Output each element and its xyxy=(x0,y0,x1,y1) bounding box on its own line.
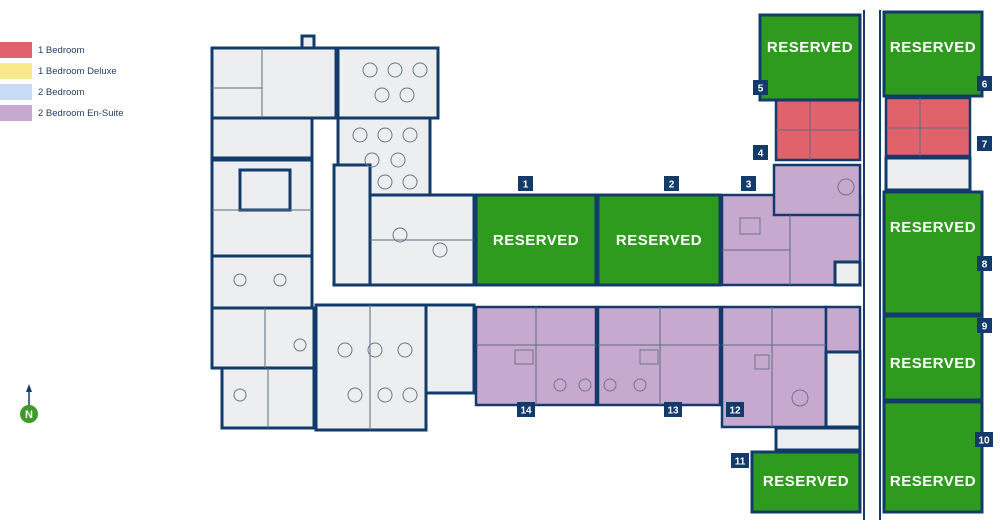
svg-text:8: 8 xyxy=(982,260,988,271)
svg-text:1: 1 xyxy=(523,180,529,191)
svg-text:7: 7 xyxy=(982,140,988,151)
reserved-block-11[interactable] xyxy=(750,450,862,514)
reserved-label: RESERVED xyxy=(493,232,579,249)
unit-badge-13[interactable]: 13 xyxy=(664,402,682,417)
common-areas-west xyxy=(210,34,476,432)
reserved-label: RESERVED xyxy=(616,232,702,249)
unit-badge-1[interactable]: 1 xyxy=(518,176,533,191)
unit-badge-7[interactable]: 7 xyxy=(977,136,992,151)
unit-badge-4[interactable]: 4 xyxy=(753,145,768,160)
svg-text:5: 5 xyxy=(758,84,764,95)
legend-item-2-bedroom-en-suite[interactable]: 2 Bedroom En-Suite xyxy=(0,103,124,123)
svg-text:6: 6 xyxy=(982,80,988,91)
unit-badge-5[interactable]: 5 xyxy=(753,80,768,95)
svg-text:9: 9 xyxy=(982,322,988,333)
reserved-label: RESERVED xyxy=(890,473,976,490)
reserved-block-8[interactable] xyxy=(882,190,984,316)
svg-text:10: 10 xyxy=(978,436,990,447)
legend-item-1-bedroom-deluxe[interactable]: 1 Bedroom Deluxe xyxy=(0,61,124,81)
north-arrow-icon xyxy=(26,384,32,392)
reserved-blocks: RESERVED RESERVED RESERVED RESERVED RESE… xyxy=(474,10,984,514)
svg-text:11: 11 xyxy=(735,457,746,468)
svg-text:3: 3 xyxy=(746,180,752,191)
unit-badge-6[interactable]: 6 xyxy=(977,76,992,91)
east-wing-units xyxy=(720,96,972,452)
north-compass: N xyxy=(20,384,38,423)
legend-item-1-bedroom[interactable]: 1 Bedroom xyxy=(0,40,124,60)
legend-swatch xyxy=(0,63,32,79)
legend-label: 2 Bedroom xyxy=(38,86,85,98)
reserved-label: RESERVED xyxy=(890,219,976,236)
unit-badge-9[interactable]: 9 xyxy=(977,318,992,333)
reserved-label: RESERVED xyxy=(890,355,976,372)
svg-text:13: 13 xyxy=(667,406,679,417)
reserved-block-10[interactable] xyxy=(882,400,984,514)
svg-text:12: 12 xyxy=(729,406,741,417)
legend-swatch xyxy=(0,42,32,58)
unit-badge-10[interactable]: 10 xyxy=(975,432,993,447)
reserved-block-5[interactable] xyxy=(758,13,862,102)
legend-swatch xyxy=(0,84,32,100)
reserved-block-2[interactable] xyxy=(596,193,722,287)
legend-label: 1 Bedroom xyxy=(38,44,85,56)
compass-circle xyxy=(20,405,38,423)
legend-label: 2 Bedroom En-Suite xyxy=(38,107,124,119)
legend-label: 1 Bedroom Deluxe xyxy=(38,65,117,77)
unit-badge-8[interactable]: 8 xyxy=(977,256,992,271)
reserved-block-9[interactable] xyxy=(882,314,984,402)
reserved-block-1[interactable] xyxy=(474,193,598,287)
unit-badge-2[interactable]: 2 xyxy=(664,176,679,191)
unit-badge-3[interactable]: 3 xyxy=(741,176,756,191)
reserved-label: RESERVED xyxy=(763,473,849,490)
svg-text:14: 14 xyxy=(520,406,532,417)
unit-badge-14[interactable]: 14 xyxy=(517,402,535,417)
svg-text:4: 4 xyxy=(758,149,764,160)
legend-item-2-bedroom[interactable]: 2 Bedroom xyxy=(0,82,124,102)
compass-label: N xyxy=(25,409,33,421)
reserved-label: RESERVED xyxy=(767,39,853,56)
unit-badge-12[interactable]: 12 xyxy=(726,402,744,417)
svg-text:2: 2 xyxy=(669,180,675,191)
reserved-label: RESERVED xyxy=(890,39,976,56)
legend: 1 Bedroom 1 Bedroom Deluxe 2 Bedroom 2 B… xyxy=(0,40,124,124)
unit-badge-11[interactable]: 11 xyxy=(731,453,749,468)
legend-swatch xyxy=(0,105,32,121)
reserved-block-6[interactable] xyxy=(882,10,984,98)
